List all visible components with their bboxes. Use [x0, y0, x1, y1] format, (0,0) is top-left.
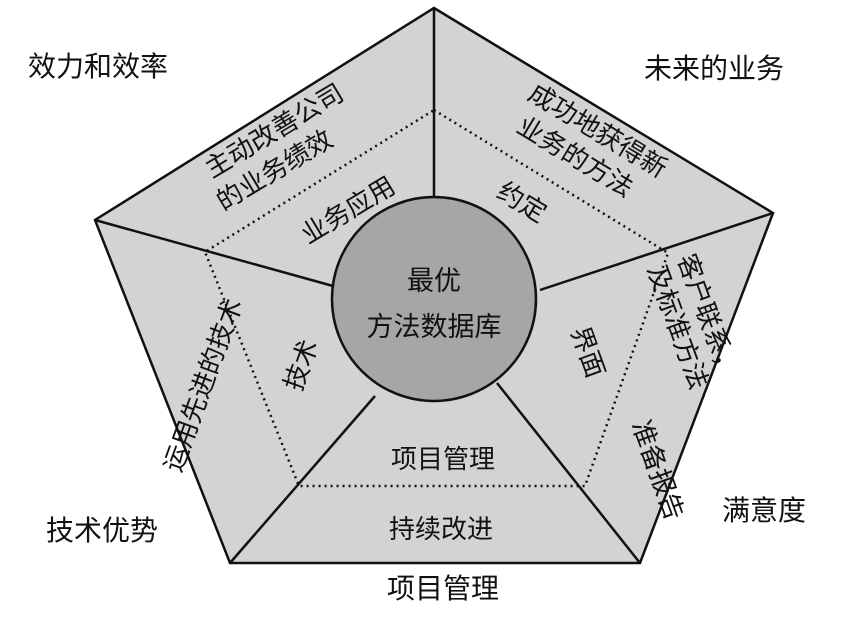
- outer-label-bottom: 持续改进: [389, 515, 493, 545]
- center-title-line1: 最优: [407, 266, 461, 297]
- corner-label-right: 满意度: [722, 494, 806, 527]
- inner-label-bottom: 项目管理: [391, 445, 495, 475]
- spoke-left: [94, 218, 334, 288]
- corner-label-top-right: 未来的业务: [644, 52, 784, 85]
- corner-label-top-left: 效力和效率: [28, 50, 168, 83]
- center-circle: [330, 195, 538, 403]
- spoke-right: [539, 211, 774, 292]
- corner-label-bottom: 项目管理: [387, 572, 499, 605]
- spoke-bottom-right: [496, 382, 641, 564]
- center-title-line2: 方法数据库: [367, 312, 502, 343]
- corner-label-left: 技术优势: [46, 514, 158, 547]
- spoke-bottom-left: [229, 395, 376, 564]
- inner-dotted-pentagon: [203, 108, 670, 488]
